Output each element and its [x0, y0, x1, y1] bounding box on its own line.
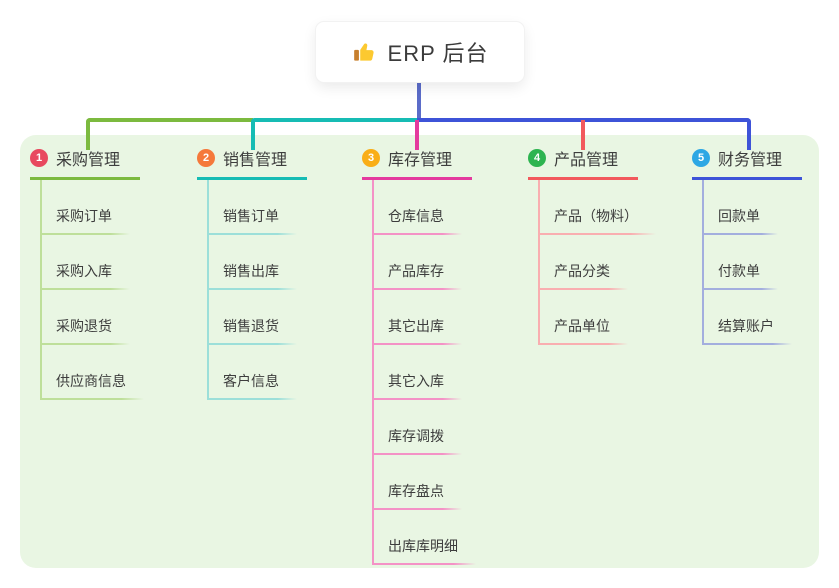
- child-label: 其它出库: [388, 318, 444, 334]
- thumbs-up-icon: [352, 39, 378, 65]
- branch-number-badge: 2: [197, 149, 215, 167]
- connector-branch-1: [86, 118, 253, 150]
- child-node[interactable]: 其它出库: [374, 290, 462, 345]
- branch-label: 库存管理: [388, 152, 453, 169]
- connector-branch-2: [251, 118, 417, 150]
- branch-header-5[interactable]: 5 财务管理: [692, 146, 802, 180]
- branches-panel: [20, 135, 819, 568]
- root-node[interactable]: ERP 后台: [316, 22, 524, 82]
- root-title: ERP 后台: [387, 41, 489, 66]
- branch-header-3[interactable]: 3 库存管理: [362, 146, 472, 180]
- branch-children: 产品（物料） 产品分类产品单位: [538, 180, 656, 345]
- branch-header-2[interactable]: 2 销售管理: [197, 146, 307, 180]
- branch-number-badge: 4: [528, 149, 546, 167]
- branch-children: 回款单付款单结算账户: [702, 180, 792, 345]
- child-node[interactable]: 库存调拨: [374, 400, 462, 455]
- child-label: 供应商信息: [56, 373, 126, 389]
- child-node[interactable]: 采购退货: [42, 290, 130, 345]
- child-label: 采购订单: [56, 208, 112, 224]
- child-label: 出库库明细: [388, 538, 458, 554]
- child-node[interactable]: 产品库存: [374, 235, 462, 290]
- branch-header-4[interactable]: 4 产品管理: [528, 146, 638, 180]
- branch-children: 仓库信息产品库存其它出库其它入库库存调拨库存盘点出库库明细: [372, 180, 476, 565]
- child-label: 库存调拨: [388, 428, 444, 444]
- child-node[interactable]: 销售出库: [209, 235, 297, 290]
- branch-number-badge: 3: [362, 149, 380, 167]
- child-label: 产品分类: [554, 263, 610, 279]
- branch-header-1[interactable]: 1 采购管理: [30, 146, 140, 180]
- child-node[interactable]: 其它入库: [374, 345, 462, 400]
- child-label: 销售订单: [223, 208, 279, 224]
- branch-number-badge: 1: [30, 149, 48, 167]
- child-node[interactable]: 销售退货: [209, 290, 297, 345]
- branch-label: 产品管理: [554, 152, 619, 169]
- branch-2: 2 销售管理 销售订单销售出库销售退货客户信息: [197, 146, 307, 400]
- child-label: 付款单: [718, 263, 760, 279]
- child-node[interactable]: 客户信息: [209, 345, 297, 400]
- child-node[interactable]: 结算账户: [704, 290, 792, 345]
- child-node[interactable]: 产品（物料）: [540, 180, 656, 235]
- branch-1: 1 采购管理 采购订单采购入库采购退货供应商信息: [30, 146, 144, 400]
- child-node[interactable]: 回款单: [704, 180, 778, 235]
- branch-label: 销售管理: [223, 152, 288, 169]
- child-label: 采购入库: [56, 263, 112, 279]
- child-node[interactable]: 出库库明细: [374, 510, 476, 565]
- child-label: 产品（物料）: [554, 208, 638, 224]
- connector-branch-4: [581, 120, 585, 150]
- child-label: 产品库存: [388, 263, 444, 279]
- branch-number-badge: 5: [692, 149, 710, 167]
- child-node[interactable]: 产品分类: [540, 235, 628, 290]
- child-node[interactable]: 采购订单: [42, 180, 130, 235]
- branch-children: 采购订单采购入库采购退货供应商信息: [40, 180, 144, 400]
- branch-label: 财务管理: [718, 152, 783, 169]
- child-label: 库存盘点: [388, 483, 444, 499]
- branch-label: 采购管理: [56, 152, 121, 169]
- root-connector-line: [417, 82, 421, 120]
- child-label: 其它入库: [388, 373, 444, 389]
- child-node[interactable]: 采购入库: [42, 235, 130, 290]
- branch-5: 5 财务管理 回款单付款单结算账户: [692, 146, 802, 345]
- child-node[interactable]: 供应商信息: [42, 345, 144, 400]
- branch-4: 4 产品管理 产品（物料） 产品分类产品单位: [528, 146, 656, 345]
- branch-3: 3 库存管理 仓库信息产品库存其它出库其它入库库存调拨库存盘点出库库明细: [362, 146, 476, 565]
- child-label: 销售出库: [223, 263, 279, 279]
- child-node[interactable]: 库存盘点: [374, 455, 462, 510]
- child-label: 销售退货: [223, 318, 279, 334]
- child-label: 客户信息: [223, 373, 279, 389]
- child-label: 回款单: [718, 208, 760, 224]
- connector-branch-3: [415, 120, 419, 150]
- branch-children: 销售订单销售出库销售退货客户信息: [207, 180, 297, 400]
- child-label: 采购退货: [56, 318, 112, 334]
- child-label: 产品单位: [554, 318, 610, 334]
- child-label: 结算账户: [718, 318, 774, 334]
- child-node[interactable]: 产品单位: [540, 290, 628, 345]
- child-node[interactable]: 销售订单: [209, 180, 297, 235]
- child-label: 仓库信息: [388, 208, 444, 224]
- child-node[interactable]: 仓库信息: [374, 180, 462, 235]
- child-node[interactable]: 付款单: [704, 235, 778, 290]
